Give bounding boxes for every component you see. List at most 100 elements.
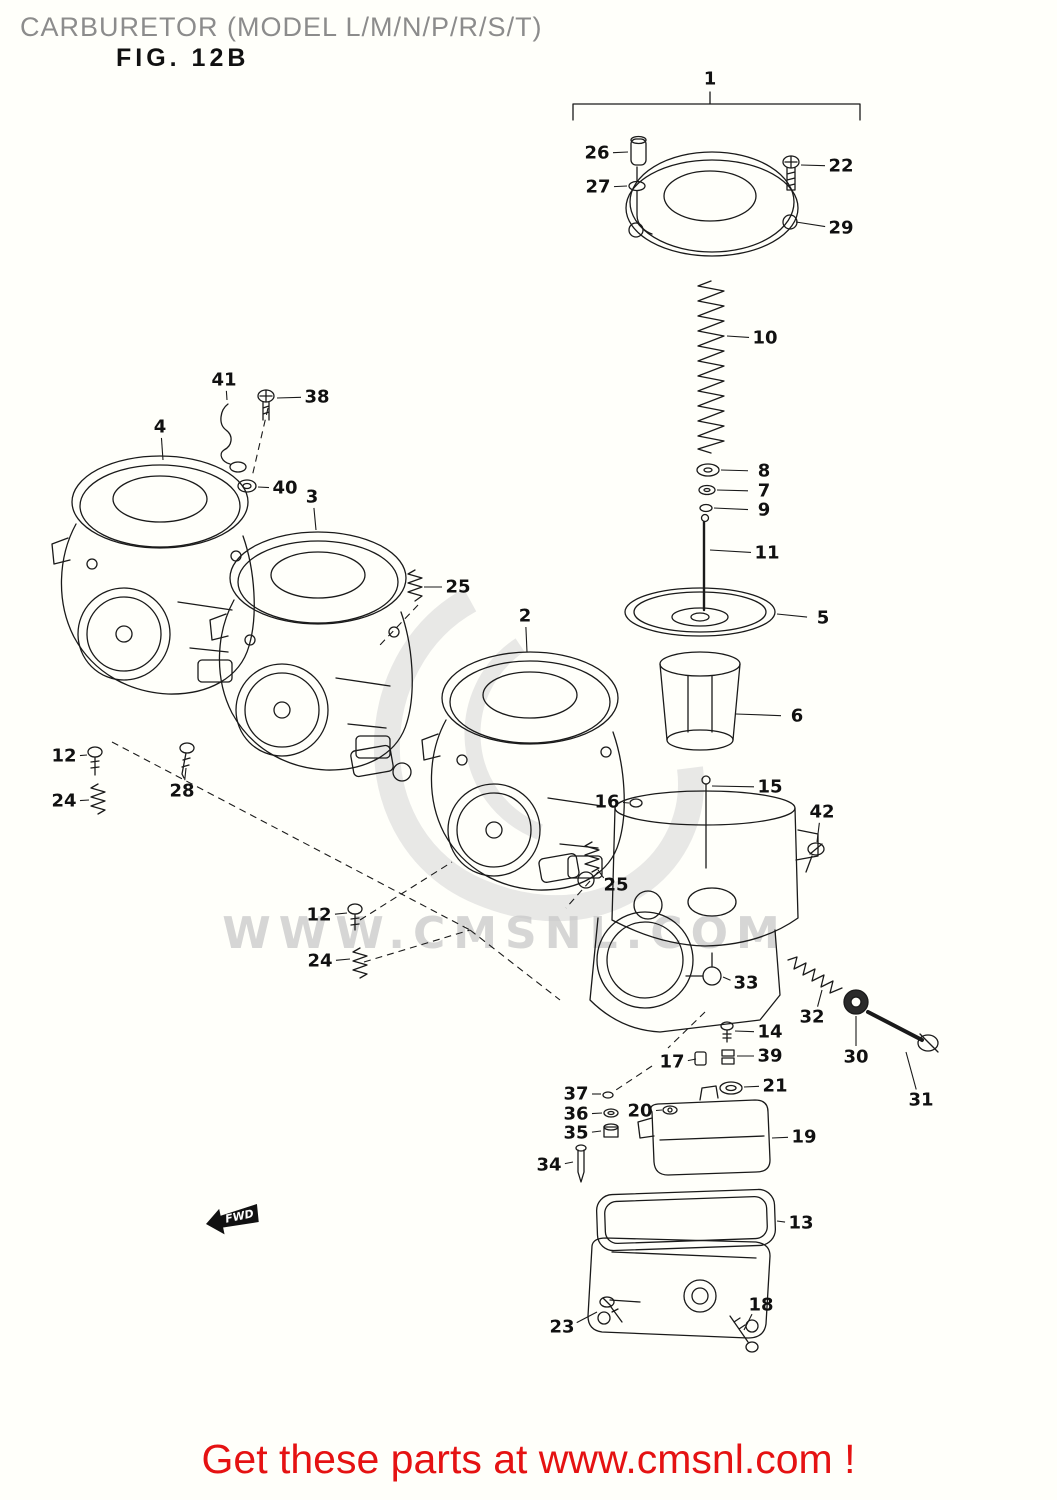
fwd-arrow-icon xyxy=(206,1203,259,1235)
part-10-spring xyxy=(697,280,725,454)
part-callout-12: 12 xyxy=(306,905,331,926)
part-17-jet xyxy=(694,1051,707,1066)
linkage-detail xyxy=(350,744,595,889)
part-23-screw xyxy=(599,1296,623,1323)
part-callout-14: 14 xyxy=(757,1022,782,1043)
leader-line-40 xyxy=(257,486,270,489)
part-31-shaft xyxy=(866,1010,939,1053)
carb-body-4 xyxy=(51,455,255,695)
leader-line-24 xyxy=(79,799,90,802)
callout-layer: 1234567891011121213141516171819202122232… xyxy=(51,69,933,1338)
leader-line-22 xyxy=(800,164,826,167)
leader-line-24 xyxy=(335,958,351,961)
part-callout-30: 30 xyxy=(843,1047,868,1068)
part-callout-29: 29 xyxy=(828,218,853,239)
leader-line-19 xyxy=(771,1136,789,1139)
fwd-arrow: FWD xyxy=(206,1203,259,1235)
part-24-spring-b xyxy=(352,947,368,979)
leader-line-2 xyxy=(525,626,528,653)
part-14-screw xyxy=(720,1021,734,1043)
part-callout-17: 17 xyxy=(659,1052,684,1073)
part-callout-33: 33 xyxy=(733,973,758,994)
part-36-washer xyxy=(603,1108,619,1118)
float-bowl xyxy=(587,1237,771,1339)
part-25-spring-a xyxy=(407,569,423,602)
part-callout-5: 5 xyxy=(817,608,830,629)
leader-line-4 xyxy=(160,437,164,461)
part-22-screw xyxy=(782,155,800,191)
part-callout-36: 36 xyxy=(563,1104,588,1125)
part-callout-12: 12 xyxy=(51,746,76,767)
part-callout-27: 27 xyxy=(585,177,610,198)
part-29-diaphragm-cover xyxy=(625,151,799,257)
part-callout-25: 25 xyxy=(603,875,628,896)
leader-line-10 xyxy=(726,335,750,338)
leader-line-3 xyxy=(313,507,317,531)
part-callout-24: 24 xyxy=(51,791,76,812)
leader-line-18 xyxy=(743,1313,753,1331)
part-callout-19: 19 xyxy=(791,1127,816,1148)
leader-line-6 xyxy=(735,713,782,717)
part-callout-22: 22 xyxy=(828,156,853,177)
part-callout-16: 16 xyxy=(594,792,619,813)
part-41-hook xyxy=(220,403,247,473)
part-callout-23: 23 xyxy=(549,1317,574,1338)
part-20-grommet xyxy=(662,1105,678,1115)
part-callout-20: 20 xyxy=(627,1101,652,1122)
leader-line-42 xyxy=(816,822,820,843)
part-callout-31: 31 xyxy=(908,1090,933,1111)
leader-line-8 xyxy=(720,469,749,472)
part-8-washer xyxy=(696,463,720,477)
part-6-slide xyxy=(659,651,741,751)
part-callout-40: 40 xyxy=(272,478,297,499)
part-33-inlet xyxy=(685,952,722,986)
leader-line-7 xyxy=(716,489,749,492)
part-26-plug xyxy=(630,135,653,235)
part-callout-10: 10 xyxy=(752,328,777,349)
leader-line-12 xyxy=(79,754,88,757)
part-callout-26: 26 xyxy=(584,143,609,164)
leader-line-41 xyxy=(225,390,228,401)
part-16-clip xyxy=(629,798,643,808)
part-39-nuts xyxy=(721,1049,735,1065)
fwd-label: FWD xyxy=(224,1207,255,1226)
part-callout-28: 28 xyxy=(169,781,194,802)
leader-line-15 xyxy=(711,785,755,788)
leader-line-17 xyxy=(687,1058,697,1062)
part-callout-39: 39 xyxy=(757,1046,782,1067)
part-30-seal xyxy=(843,989,869,1015)
part-7-washer xyxy=(698,484,716,496)
page-title: CARBURETOR (MODEL L/M/N/P/R/S/T) xyxy=(20,12,543,42)
part-42-screw xyxy=(805,842,825,873)
part-12-screw-a xyxy=(87,746,103,776)
watermark-swirl-inner-icon xyxy=(464,638,544,840)
part-21-washer xyxy=(719,1081,743,1095)
carb-body-2 xyxy=(421,651,625,891)
part-callout-11: 11 xyxy=(754,543,779,564)
part-32-spring xyxy=(787,956,843,994)
leader-line-9 xyxy=(713,507,749,511)
watermark: WWW.CMSNL.COM xyxy=(222,588,780,959)
footer-text: Get these parts at www.cmsnl.com ! xyxy=(201,1436,856,1482)
leader-line-23 xyxy=(576,1311,598,1324)
figure-label: FIG. 12B xyxy=(116,44,250,72)
part-40-nut xyxy=(237,479,257,493)
part-callout-18: 18 xyxy=(748,1295,773,1316)
main-carb-body xyxy=(589,790,819,1033)
part-19-float xyxy=(637,1085,771,1176)
leader-line-16 xyxy=(622,801,630,804)
part-callout-38: 38 xyxy=(304,387,329,408)
leader-line-38 xyxy=(276,396,302,399)
part-24-spring-a xyxy=(90,783,106,815)
part-callout-3: 3 xyxy=(306,487,319,508)
part-callout-24: 24 xyxy=(307,951,332,972)
construction-lines xyxy=(111,407,706,1091)
part-callout-9: 9 xyxy=(758,500,771,521)
leader-line-28 xyxy=(184,767,187,781)
part-callout-32: 32 xyxy=(799,1007,824,1028)
part-25-spring-b xyxy=(584,841,600,873)
part-27-oring xyxy=(628,180,646,192)
leader-line-14 xyxy=(734,1030,755,1033)
part-callout-25: 25 xyxy=(445,577,470,598)
leader-line-32 xyxy=(817,989,823,1007)
